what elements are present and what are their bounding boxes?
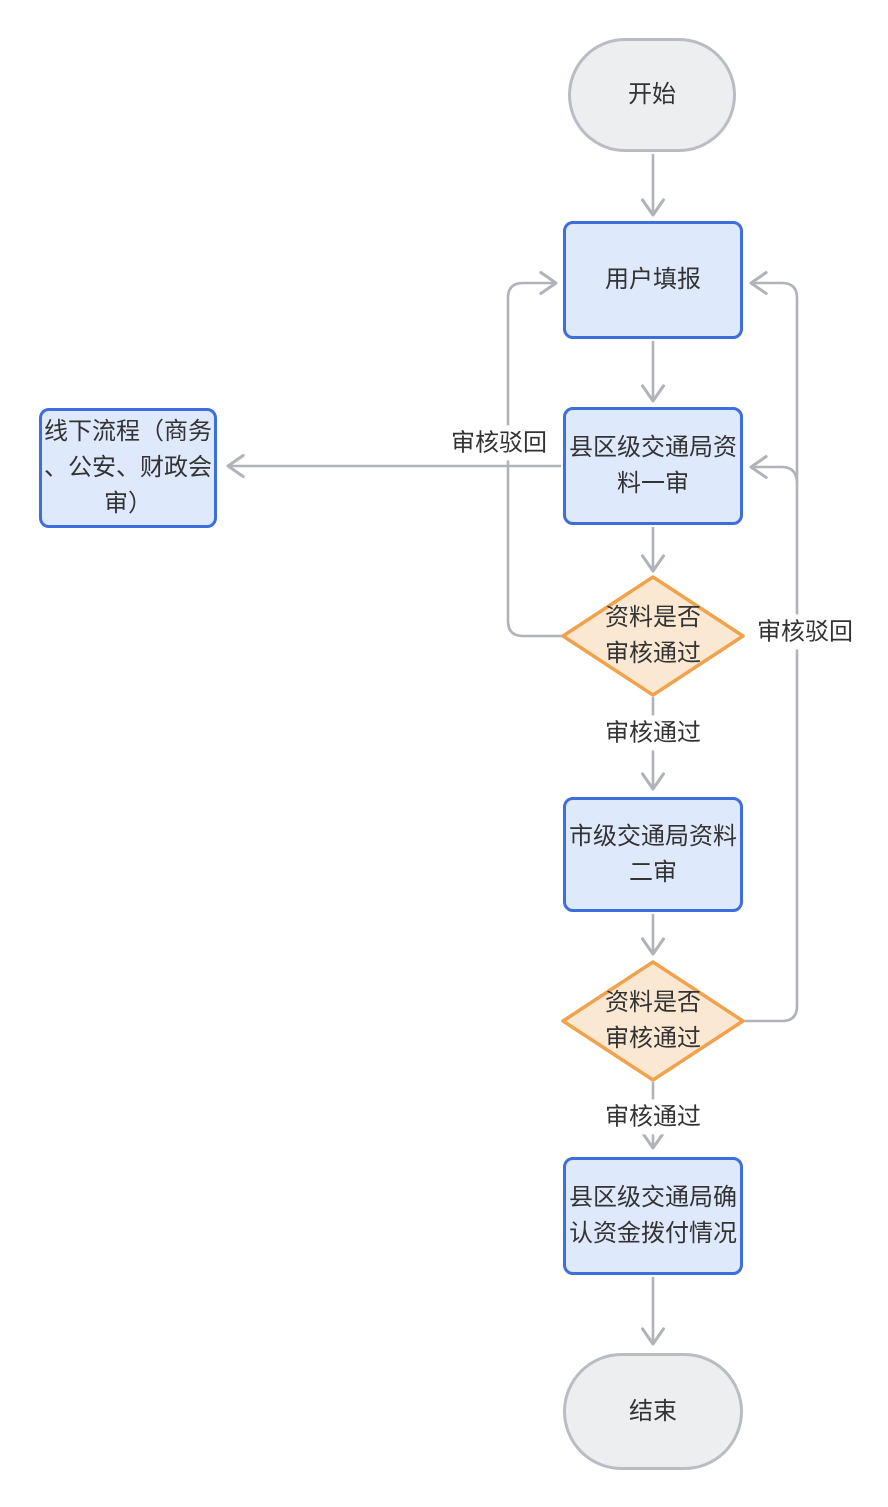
node-offline-process-label: 线下流程（商务 、公安、财政会 审） — [44, 418, 212, 517]
node-user-fill: 用户填报 — [563, 221, 743, 339]
edge-label-reject-left: 审核驳回 — [445, 425, 553, 461]
node-decision-second-label: 资料是否 审核通过 — [605, 989, 701, 1052]
edge-decision2-reject-to-first-review — [749, 454, 799, 485]
node-start-label: 开始 — [628, 81, 676, 108]
edge-label-pass-first: 审核通过 — [599, 715, 707, 751]
node-county-confirm-funds: 县区级交通局确 认资金拨付情况 — [563, 1157, 743, 1275]
node-city-second-review-label: 市级交通局资料 二审 — [569, 822, 737, 886]
node-start: 开始 — [568, 38, 736, 152]
node-decision-first-label: 资料是否 审核通过 — [605, 604, 701, 667]
node-city-second-review: 市级交通局资料 二审 — [563, 797, 743, 912]
node-decision-first-shape — [561, 575, 745, 697]
node-county-confirm-funds-label: 县区级交通局确 认资金拨付情况 — [569, 1184, 737, 1247]
node-user-fill-label: 用户填报 — [605, 266, 701, 293]
node-end-label: 结束 — [629, 1397, 677, 1425]
edge-decision2-reject-trunk — [743, 270, 799, 1023]
node-offline-process: 线下流程（商务 、公安、财政会 审） — [39, 408, 217, 528]
node-decision-second-shape — [561, 960, 745, 1082]
node-end: 结束 — [563, 1353, 743, 1470]
edge-label-pass-second: 审核通过 — [599, 1099, 707, 1135]
edge-label-reject-right: 审核驳回 — [751, 614, 859, 650]
node-county-first-review-label: 县区级交通局资 料一审 — [569, 434, 737, 497]
node-county-first-review: 县区级交通局资 料一审 — [563, 407, 743, 525]
